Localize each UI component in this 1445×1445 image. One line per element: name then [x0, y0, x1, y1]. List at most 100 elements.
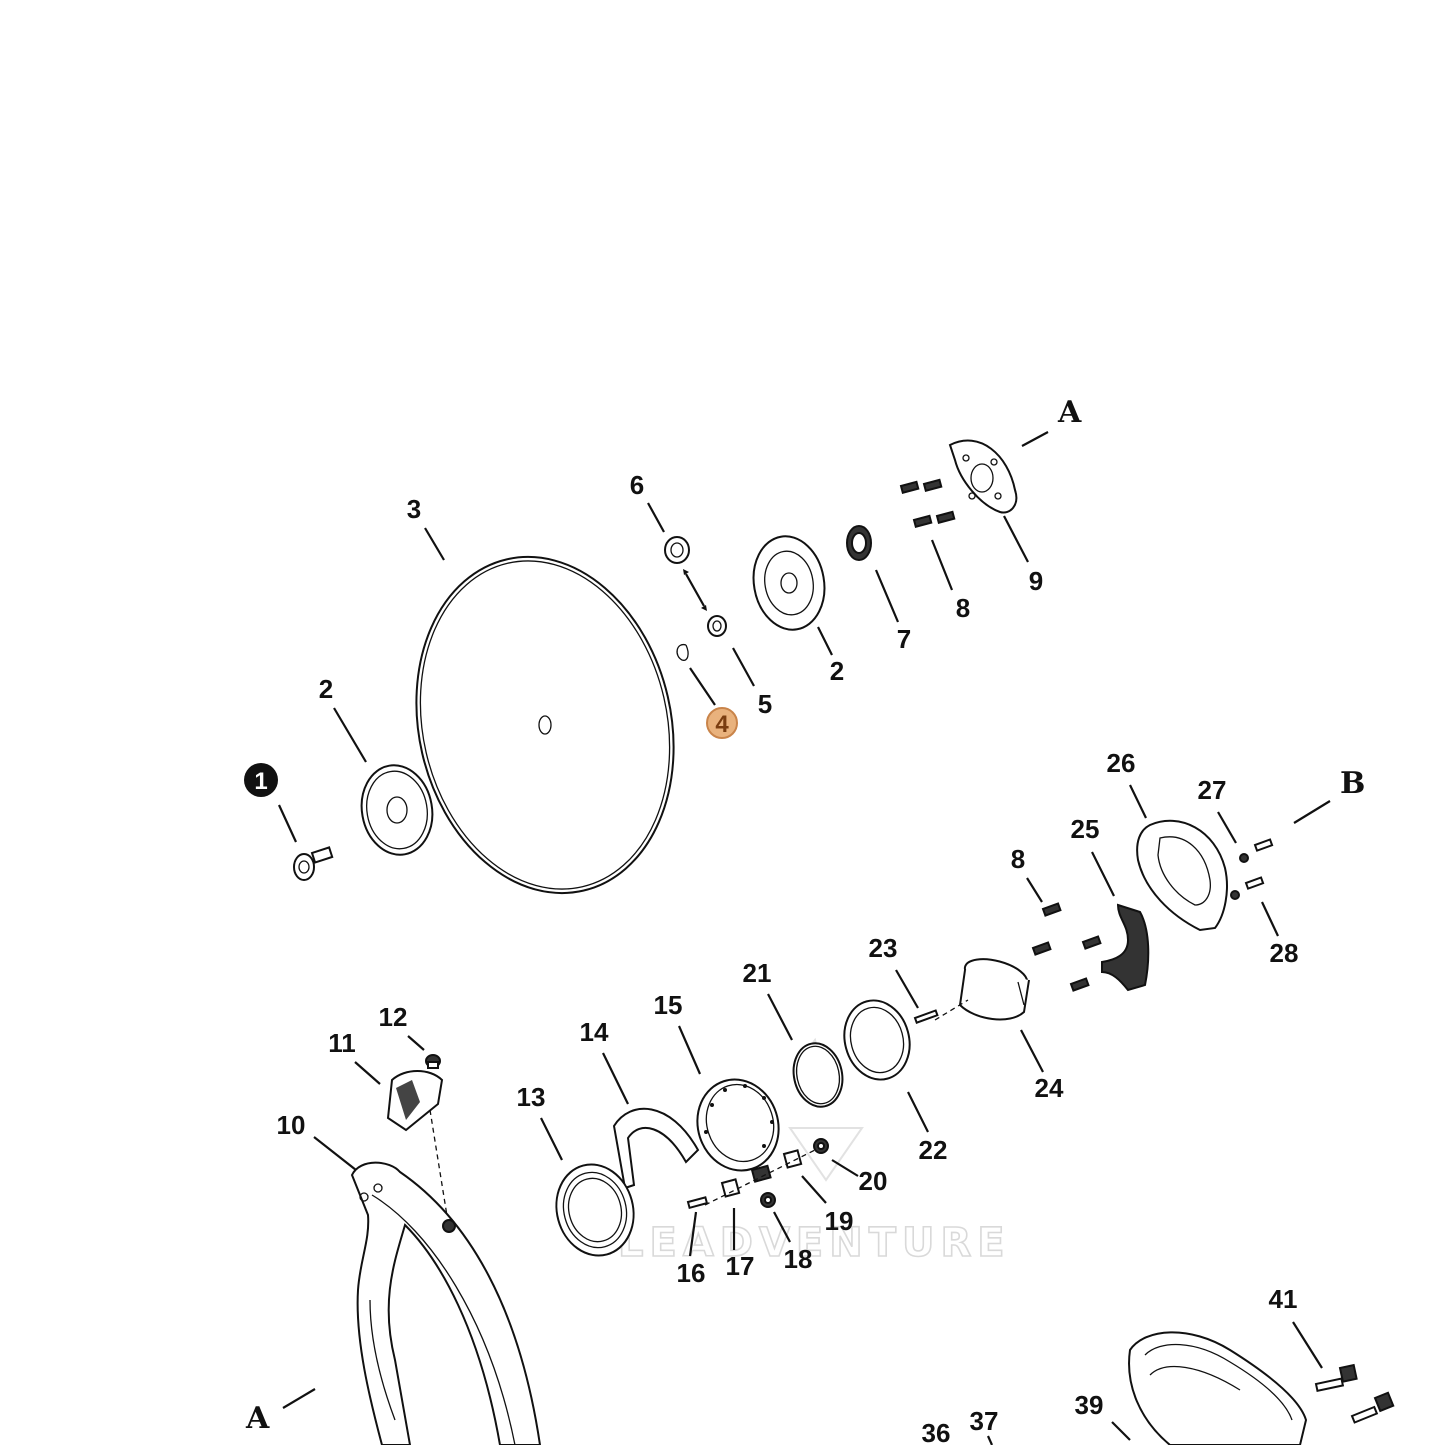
leader-2a	[333, 707, 367, 763]
callout-4: 4	[715, 711, 729, 738]
leader-39	[1111, 1421, 1131, 1441]
leader-13	[540, 1117, 563, 1161]
leader-41	[1292, 1321, 1323, 1369]
section-b-leader	[1293, 800, 1331, 824]
swap-arrow	[685, 573, 705, 607]
part-12-screw	[425, 1054, 441, 1069]
part-27-screw	[1239, 838, 1274, 863]
callout-4-highlight[interactable]	[706, 707, 738, 739]
callout-39: 39	[1075, 1390, 1104, 1420]
leader-4	[689, 667, 716, 706]
leader-8a	[930, 539, 954, 591]
part-24-sleeve	[958, 958, 1030, 1021]
part-17-clip	[720, 1178, 741, 1198]
part-2-inner-flange	[752, 535, 826, 631]
callout-21: 21	[743, 958, 772, 988]
watermark-text: LEADVENTURE	[618, 1220, 1011, 1266]
callout-25: 25	[1071, 814, 1100, 844]
part-3-blade	[415, 555, 675, 895]
callout-16: 16	[677, 1258, 706, 1288]
part-1-arbor-bolt	[293, 846, 334, 881]
callout-10: 10	[277, 1110, 306, 1140]
leader-10	[313, 1136, 357, 1171]
leader-11	[354, 1061, 381, 1085]
callout-23: 23	[869, 933, 898, 963]
callout-1: 1	[254, 768, 267, 795]
callout-37: 37	[970, 1406, 999, 1436]
leader-37	[986, 1435, 994, 1445]
callout-24: 24	[1035, 1073, 1064, 1103]
callout-22: 22	[919, 1135, 948, 1165]
section-a-top-leader	[1021, 431, 1049, 447]
callout-19: 19	[825, 1206, 854, 1236]
watermark: LEADVENTURE	[617, 1037, 1011, 1267]
callout-18: 18	[784, 1244, 813, 1274]
part-20-nut	[813, 1138, 829, 1154]
part-7-bearing	[846, 525, 872, 561]
part-41-bolts	[1314, 1363, 1395, 1424]
callout-8a: 8	[956, 593, 970, 623]
part-5-bushing	[707, 615, 727, 637]
leader-22	[907, 1091, 929, 1133]
callout-8b: 8	[1011, 844, 1025, 874]
callout-2a: 2	[319, 674, 333, 704]
leader-26	[1129, 784, 1147, 819]
part-28-screw	[1230, 876, 1265, 900]
leader-28	[1261, 901, 1279, 937]
part-26-guard-housing	[1136, 819, 1228, 932]
leader-21	[767, 993, 793, 1041]
leader-15	[677, 1025, 702, 1075]
leader-27	[1217, 811, 1237, 844]
part-bracket-clip	[750, 1164, 772, 1183]
section-label-a-top: A	[1057, 395, 1082, 430]
part-22-ring	[843, 999, 911, 1081]
leader-23	[895, 969, 919, 1009]
part-8-screws-lower	[1031, 902, 1102, 992]
callout-36: 36	[922, 1418, 951, 1445]
callout-12: 12	[379, 1002, 408, 1032]
callout-15: 15	[654, 990, 683, 1020]
leader-2b	[817, 626, 833, 656]
callout-1-badge	[244, 763, 278, 797]
callout-14: 14	[580, 1017, 609, 1047]
callout-13: 13	[517, 1082, 546, 1112]
leader-1	[278, 804, 297, 843]
part-11-bracket-shade	[396, 1080, 420, 1120]
part-21-o-ring	[792, 1042, 844, 1108]
callout-26: 26	[1107, 748, 1136, 778]
part-15-band-ring	[696, 1078, 780, 1172]
leader-20	[831, 1159, 859, 1177]
leader-6	[647, 502, 665, 533]
callout-27: 27	[1198, 775, 1227, 805]
callout-2b: 2	[830, 656, 844, 686]
leader-3	[424, 527, 445, 561]
callout-41: 41	[1269, 1284, 1298, 1314]
leader-12	[407, 1035, 425, 1051]
part-16-screw	[686, 1196, 709, 1210]
part-23-pin	[913, 1009, 939, 1024]
leader-5	[732, 647, 755, 687]
callout-20: 20	[859, 1166, 888, 1196]
swap-arrow-head-top	[683, 569, 689, 575]
part-13-seal	[555, 1163, 635, 1257]
part-6-bushing	[664, 536, 690, 564]
section-a-bottom-leader	[282, 1388, 316, 1409]
leader-8b	[1026, 877, 1043, 903]
part-4-snap-ring	[676, 643, 689, 661]
part-2-outer-flange	[360, 764, 434, 856]
leader-18	[773, 1211, 791, 1243]
part-19-clip	[782, 1149, 803, 1169]
swap-arrow-head-bottom	[701, 605, 707, 611]
dash-23-24	[934, 999, 969, 1021]
leader-19	[801, 1175, 827, 1204]
callout-5: 5	[758, 689, 772, 719]
leader-14	[602, 1052, 629, 1105]
leader-16	[688, 1211, 698, 1257]
dash-hardware	[704, 1149, 816, 1206]
leader-7	[874, 569, 900, 623]
callout-17: 17	[726, 1251, 755, 1281]
part-10-upper-guard	[350, 1161, 542, 1445]
watermark-logo-chevron	[788, 1127, 864, 1182]
section-label-b: B	[1340, 766, 1365, 801]
callout-3: 3	[407, 494, 421, 524]
